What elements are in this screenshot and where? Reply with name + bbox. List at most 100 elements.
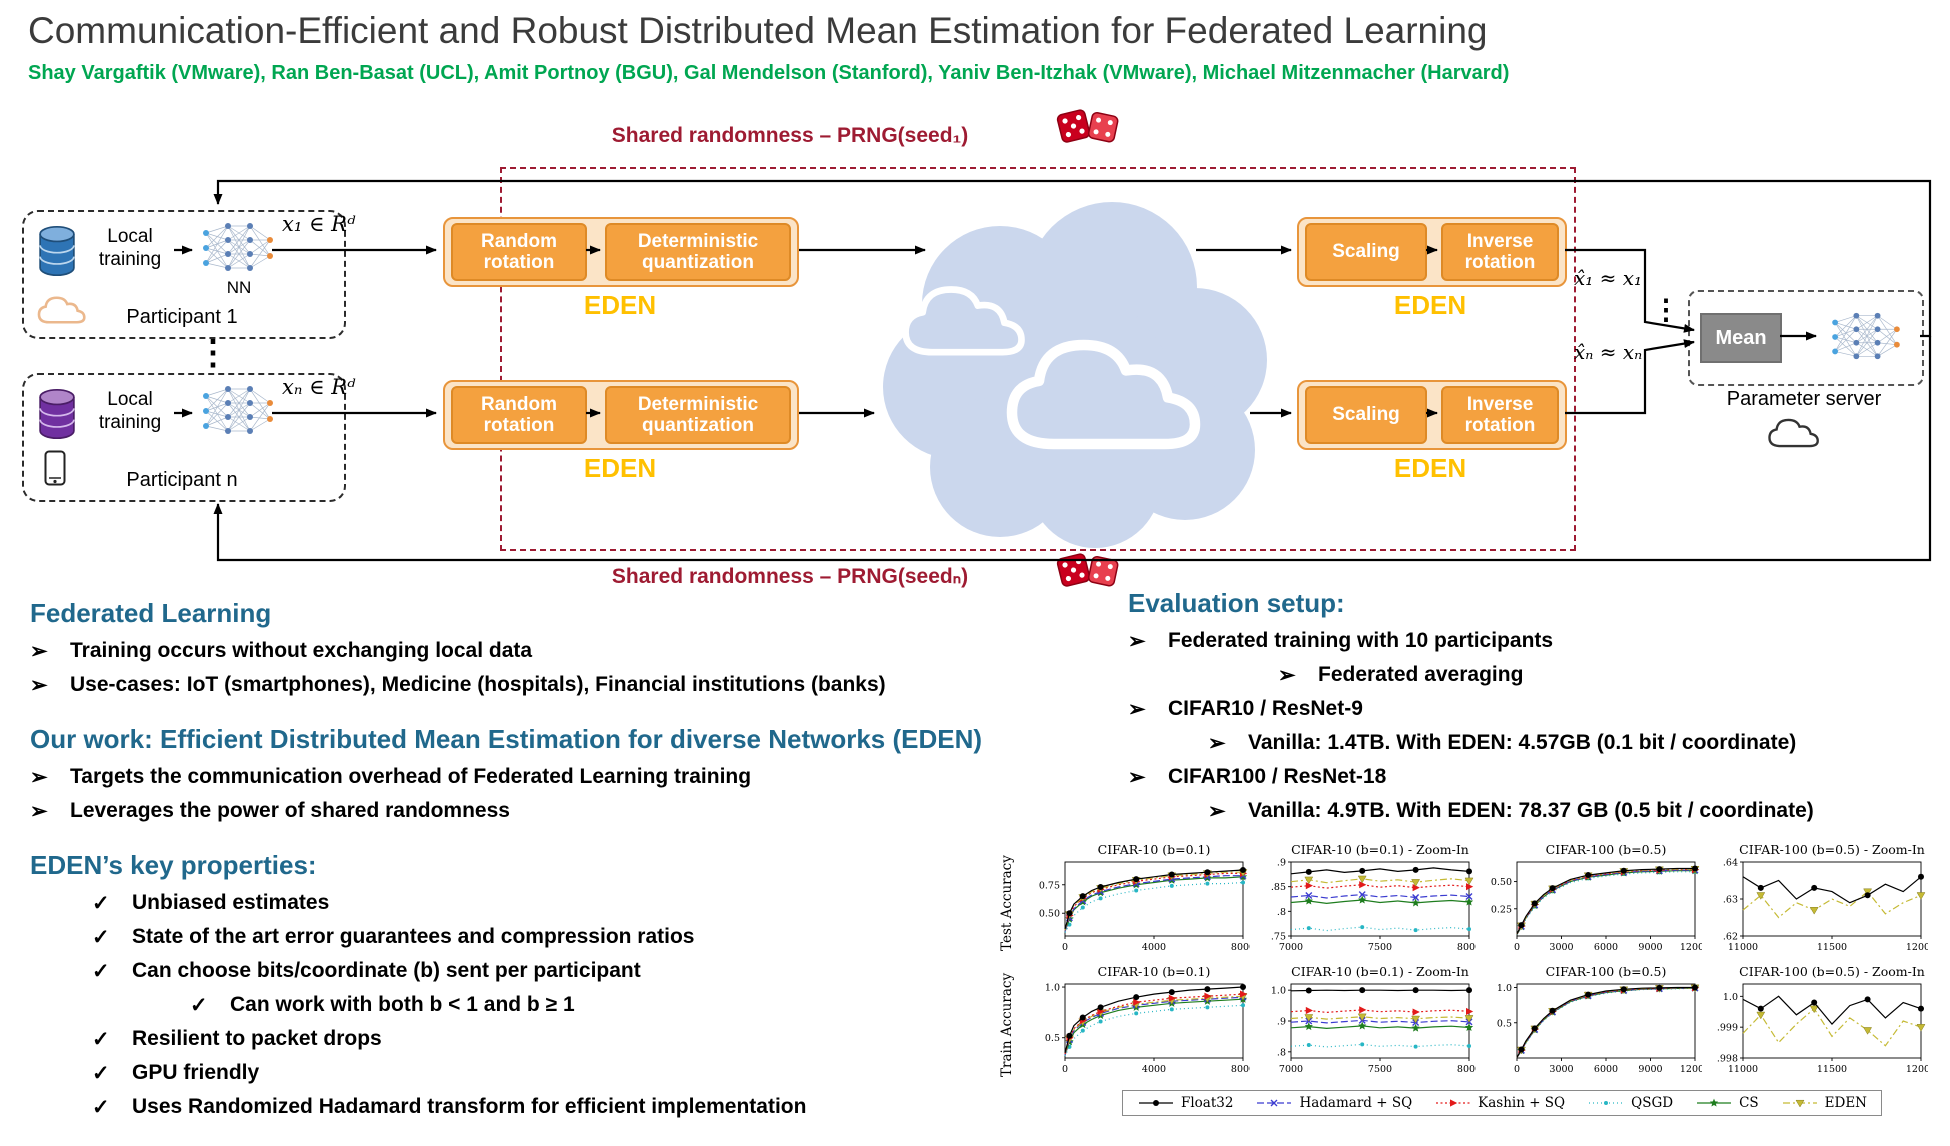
- bullet-arrow-icon: ➢: [1208, 732, 1226, 755]
- property-text: GPU friendly: [132, 1061, 260, 1084]
- legend-item: CS: [1695, 1095, 1759, 1111]
- legend-item: Float32: [1137, 1095, 1233, 1111]
- svg-text:CIFAR-100 (b=0.5): CIFAR-100 (b=0.5): [1546, 842, 1667, 857]
- svg-text:0: 0: [1062, 1064, 1068, 1075]
- neural-network-icon: [1832, 312, 1900, 360]
- participant-n-label: Participant n: [126, 469, 238, 491]
- vector-xn-label: xₙ ∈ Rᵈ: [282, 375, 356, 399]
- check-icon: ✓: [92, 892, 110, 915]
- list-item: ✓ GPU friendly: [92, 1061, 1085, 1086]
- key-properties-heading: EDEN’s key properties:: [30, 850, 317, 880]
- svg-text:0.25: 0.25: [1491, 904, 1512, 915]
- svg-text:9000: 9000: [1638, 942, 1662, 953]
- bullet-text: Federated averaging: [1318, 663, 1524, 686]
- database-icon: [39, 225, 75, 277]
- bullet-text: Use-cases: IoT (smartphones), Medicine (…: [70, 673, 886, 696]
- svg-text:6000: 6000: [1594, 1064, 1618, 1075]
- svg-text:.8: .8: [1277, 1047, 1286, 1058]
- list-item: ✓ Can work with both b < 1 and b ≥ 1: [190, 993, 1085, 1018]
- chart-train-cifar10-zoom: CIFAR-10 (b=0.1) - Zoom-In700075008000.8…: [1254, 964, 1481, 1086]
- smartphone-icon: [44, 450, 66, 486]
- parameter-server-box: [1688, 290, 1924, 386]
- network-cloud: [883, 202, 1267, 548]
- list-item: ➢ Federated averaging: [1278, 663, 1943, 688]
- bullet-arrow-icon: ➢: [1278, 664, 1296, 687]
- test-accuracy-axis-label: Test Accuracy: [999, 855, 1015, 951]
- neural-network-icon: [203, 223, 273, 271]
- list-item: ✓ State of the art error guarantees and …: [92, 925, 1085, 950]
- chart-train-cifar100: CIFAR-100 (b=0.5)0300060009000120000.51.…: [1480, 964, 1710, 1086]
- svg-text:0.5: 0.5: [1497, 1018, 1512, 1029]
- scaling-box: Scaling: [1305, 386, 1427, 444]
- list-item: ➢ Leverages the power of shared randomne…: [30, 799, 1085, 824]
- svg-text:.62: .62: [1723, 932, 1738, 943]
- eden-label: EDEN: [1393, 453, 1467, 483]
- bullet-arrow-icon: ➢: [30, 766, 48, 789]
- check-icon: ✓: [92, 1028, 110, 1051]
- svg-text:.998: .998: [1717, 1054, 1738, 1065]
- bullet-text: CIFAR10 / ResNet-9: [1168, 697, 1363, 720]
- check-icon: ✓: [92, 1062, 110, 1085]
- svg-text:.8: .8: [1277, 907, 1286, 918]
- participant-1-box: [22, 210, 346, 339]
- svg-text:11000: 11000: [1728, 942, 1758, 953]
- list-item: ✓ Can choose bits/coordinate (b) sent pe…: [92, 959, 1085, 984]
- bullet-text: Vanilla: 4.9TB. With EDEN: 78.37 GB (0.5…: [1248, 799, 1814, 822]
- dice-icon: [1056, 109, 1119, 143]
- eden-label: EDEN: [583, 290, 657, 320]
- our-work-heading: Our work: Efficient Distributed Mean Est…: [30, 724, 983, 754]
- svg-text:6000: 6000: [1594, 942, 1618, 953]
- list-item: ➢ Vanilla: 4.9TB. With EDEN: 78.37 GB (0…: [1208, 799, 1943, 824]
- local-training-label: Local training: [98, 389, 162, 433]
- legend-item: QSGD: [1587, 1095, 1673, 1111]
- authors: Shay Vargaftik (VMware), Ran Ben-Basat (…: [28, 62, 1510, 84]
- svg-text:.9: .9: [1277, 1017, 1286, 1028]
- local-training-label: Local training: [98, 226, 162, 270]
- svg-text:4000: 4000: [1142, 1064, 1166, 1075]
- vector-x1-label: x₁ ∈ Rᵈ: [282, 212, 356, 236]
- list-item: ➢ CIFAR100 / ResNet-18: [1128, 765, 1943, 790]
- cloud-icon: [1768, 418, 1819, 448]
- property-text: State of the art error guarantees and co…: [132, 925, 695, 948]
- legend-item: Hadamard + SQ: [1255, 1095, 1412, 1111]
- eden-label: EDEN: [1393, 290, 1467, 320]
- architecture-diagram: Shared randomness – PRNG(seed₁) Shared r…: [0, 100, 1950, 620]
- svg-text:.999: .999: [1717, 1023, 1738, 1034]
- svg-text:11500: 11500: [1817, 1064, 1847, 1075]
- svg-text:0.5: 0.5: [1045, 1033, 1060, 1044]
- svg-text:CIFAR-100 (b=0.5) - Zoom-In: CIFAR-100 (b=0.5) - Zoom-In: [1739, 964, 1925, 979]
- bullet-text: Targets the communication overhead of Fe…: [70, 765, 752, 788]
- svg-text:7500: 7500: [1368, 1064, 1392, 1075]
- parameter-server-label: Parameter server: [1726, 388, 1882, 410]
- cloud-icon: [37, 296, 86, 324]
- svg-text:CIFAR-10 (b=0.1) - Zoom-In: CIFAR-10 (b=0.1) - Zoom-In: [1291, 964, 1469, 979]
- svg-text:7000: 7000: [1279, 942, 1303, 953]
- bullet-text: Vanilla: 1.4TB. With EDEN: 4.57GB (0.1 b…: [1248, 731, 1797, 754]
- database-icon: [39, 388, 75, 440]
- svg-text:1.0: 1.0: [1045, 983, 1060, 994]
- svg-text:.63: .63: [1723, 895, 1738, 906]
- shared-randomness-scope: [500, 167, 1576, 551]
- left-text-column: Federated Learning ➢ Training occurs wit…: [30, 598, 1085, 1129]
- legend-item: EDEN: [1781, 1095, 1867, 1111]
- estimate-xn-label: x̂ₙ ≈ xₙ: [1574, 340, 1643, 364]
- federated-learning-heading: Federated Learning: [30, 598, 272, 628]
- list-item: ➢ Targets the communication overhead of …: [30, 765, 1085, 790]
- property-text: Uses Randomized Hadamard transform for e…: [132, 1095, 807, 1118]
- svg-text:0.50: 0.50: [1491, 877, 1512, 888]
- svg-text:.9: .9: [1277, 858, 1286, 869]
- bullet-arrow-icon: ➢: [1128, 630, 1146, 653]
- bullet-arrow-icon: ➢: [1208, 800, 1226, 823]
- svg-text:.75: .75: [1271, 932, 1286, 943]
- check-icon: ✓: [92, 1096, 110, 1119]
- list-item: ✓ Resilient to packet drops: [92, 1027, 1085, 1052]
- shared-randomness-bottom-label: Shared randomness – PRNG(seedₙ): [611, 565, 969, 588]
- svg-text:CIFAR-100 (b=0.5): CIFAR-100 (b=0.5): [1546, 964, 1667, 979]
- property-text: Can work with both b < 1 and b ≥ 1: [230, 993, 575, 1016]
- shared-randomness-top-label: Shared randomness – PRNG(seed₁): [611, 124, 969, 147]
